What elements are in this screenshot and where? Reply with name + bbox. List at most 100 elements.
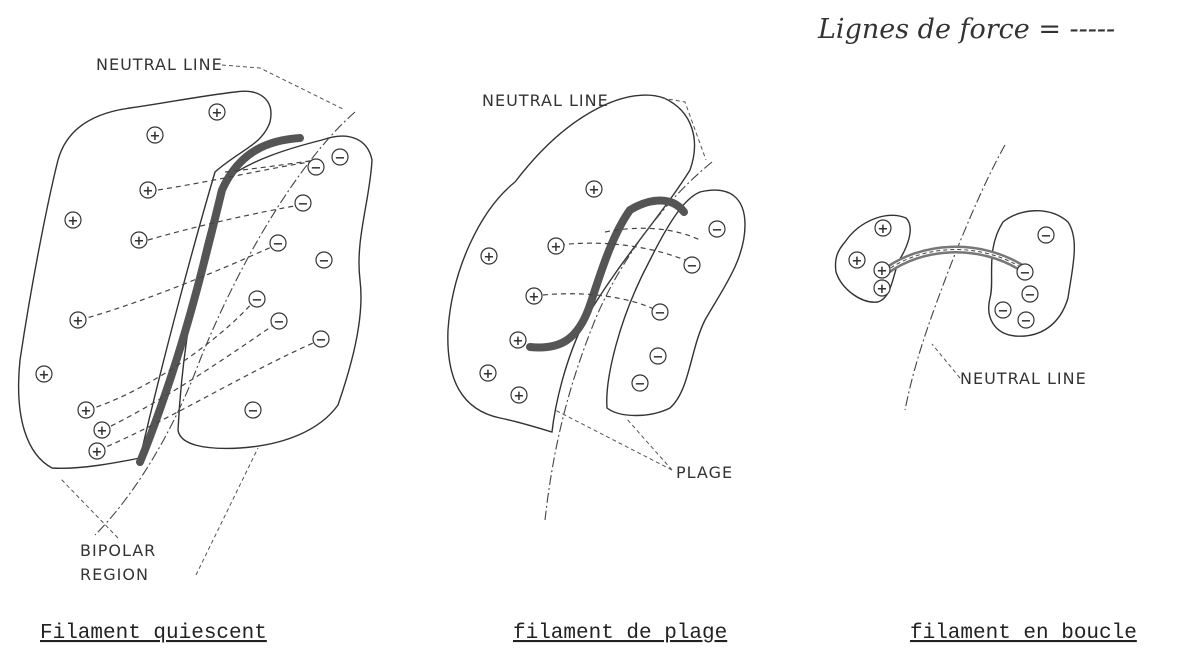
- svg-text:−: −: [252, 293, 263, 308]
- minus-marker: −: [652, 304, 668, 321]
- svg-text:+: +: [97, 424, 108, 439]
- plage-label: PLAGE: [676, 463, 733, 482]
- svg-text:+: +: [529, 290, 540, 305]
- negative-polarity-markers: − − − − −: [632, 221, 725, 392]
- minus-marker: −: [1038, 227, 1054, 244]
- minus-marker: −: [1017, 264, 1033, 281]
- svg-text:+: +: [877, 282, 888, 297]
- plus-marker: +: [480, 365, 496, 382]
- svg-text:−: −: [653, 350, 664, 365]
- svg-text:+: +: [513, 334, 524, 349]
- positive-polarity-markers: + + + + + + +: [480, 181, 602, 404]
- svg-text:−: −: [319, 254, 330, 269]
- minus-marker: −: [313, 331, 329, 348]
- plus-marker: +: [874, 280, 890, 297]
- minus-marker: −: [245, 402, 261, 419]
- panel-quiescent: + + + + + + + + + + − − − − − − − − − NE…: [19, 55, 372, 645]
- neutral-line-leader: [662, 98, 706, 160]
- plage-leader-left: [555, 410, 672, 470]
- plus-marker: +: [65, 212, 81, 229]
- svg-text:+: +: [73, 314, 84, 329]
- minus-marker: −: [650, 348, 666, 365]
- plus-marker: +: [510, 332, 526, 349]
- caption-plage: filament de plage: [513, 622, 727, 645]
- neutral-line-label: NEUTRAL LINE: [482, 91, 609, 110]
- plus-marker: +: [548, 238, 564, 255]
- plus-marker: +: [131, 232, 147, 249]
- svg-text:−: −: [274, 315, 285, 330]
- svg-text:+: +: [143, 184, 154, 199]
- minus-marker: −: [1022, 286, 1038, 303]
- svg-text:+: +: [852, 254, 863, 269]
- plus-marker: +: [209, 104, 225, 121]
- plus-marker: +: [89, 443, 105, 460]
- svg-text:+: +: [514, 389, 525, 404]
- caption-quiescent: Filament quiescent: [40, 622, 267, 645]
- filament: [530, 201, 684, 348]
- svg-text:−: −: [1020, 266, 1031, 281]
- svg-text:−: −: [1021, 314, 1032, 329]
- svg-text:+: +: [484, 250, 495, 265]
- plus-marker: +: [526, 288, 542, 305]
- svg-text:+: +: [39, 368, 50, 383]
- svg-text:−: −: [1041, 229, 1052, 244]
- plus-marker: +: [586, 181, 602, 198]
- neutral-line-leader: [932, 344, 960, 378]
- svg-text:+: +: [134, 234, 145, 249]
- plus-marker: +: [147, 127, 163, 144]
- svg-text:−: −: [655, 306, 666, 321]
- minus-marker: −: [332, 149, 348, 166]
- panel-plage: + + + + + + + − − − − − NEUTRAL LINE PLA…: [448, 91, 745, 645]
- svg-text:−: −: [335, 151, 346, 166]
- plage-leader-right: [626, 418, 672, 470]
- plus-marker: +: [36, 366, 52, 383]
- minus-marker: −: [316, 252, 332, 269]
- svg-text:−: −: [316, 333, 327, 348]
- minus-marker: −: [270, 235, 286, 252]
- positive-region-outline: [19, 91, 271, 468]
- plus-marker: +: [70, 312, 86, 329]
- negative-polarity-markers: − − − − − − − − −: [245, 149, 348, 419]
- svg-text:−: −: [311, 161, 322, 176]
- filament-loop: [885, 250, 1025, 272]
- plus-marker: +: [849, 252, 865, 269]
- minus-marker: −: [1018, 312, 1034, 329]
- svg-text:+: +: [68, 214, 79, 229]
- bipolar-label-line2: REGION: [80, 565, 149, 584]
- minus-marker: −: [308, 159, 324, 176]
- plus-marker: +: [78, 402, 94, 419]
- negative-region-outline: [178, 136, 372, 448]
- minus-marker: −: [709, 221, 725, 238]
- svg-text:+: +: [589, 183, 600, 198]
- plus-marker: +: [481, 248, 497, 265]
- plus-marker: +: [875, 220, 891, 237]
- plus-marker: +: [94, 422, 110, 439]
- filament: [140, 138, 300, 462]
- svg-text:−: −: [273, 237, 284, 252]
- minus-marker: −: [249, 291, 265, 308]
- plus-marker: +: [511, 387, 527, 404]
- svg-text:+: +: [483, 367, 494, 382]
- svg-text:+: +: [150, 129, 161, 144]
- bipolar-label-line1: BIPOLAR: [80, 541, 156, 560]
- plus-marker: +: [874, 262, 890, 279]
- svg-text:+: +: [212, 106, 223, 121]
- bipolar-leader-right: [196, 448, 258, 575]
- minus-marker: −: [995, 302, 1011, 319]
- svg-text:−: −: [712, 223, 723, 238]
- caption-boucle: filament en boucle: [910, 622, 1137, 645]
- panel-boucle: + + + + − − − − − NEUTRAL LINE filament …: [835, 145, 1136, 645]
- negative-polarity-markers: − − − − −: [995, 227, 1054, 329]
- field-lines: [80, 160, 320, 450]
- svg-text:+: +: [81, 404, 92, 419]
- svg-text:−: −: [1025, 288, 1036, 303]
- negative-region-outline: [607, 190, 745, 415]
- plus-marker: +: [140, 182, 156, 199]
- svg-text:−: −: [687, 259, 698, 274]
- neutral-line-label: NEUTRAL LINE: [960, 369, 1087, 388]
- svg-text:−: −: [248, 404, 259, 419]
- minus-marker: −: [271, 313, 287, 330]
- svg-text:−: −: [298, 197, 309, 212]
- legend-text: Lignes de force = -----: [817, 14, 1115, 45]
